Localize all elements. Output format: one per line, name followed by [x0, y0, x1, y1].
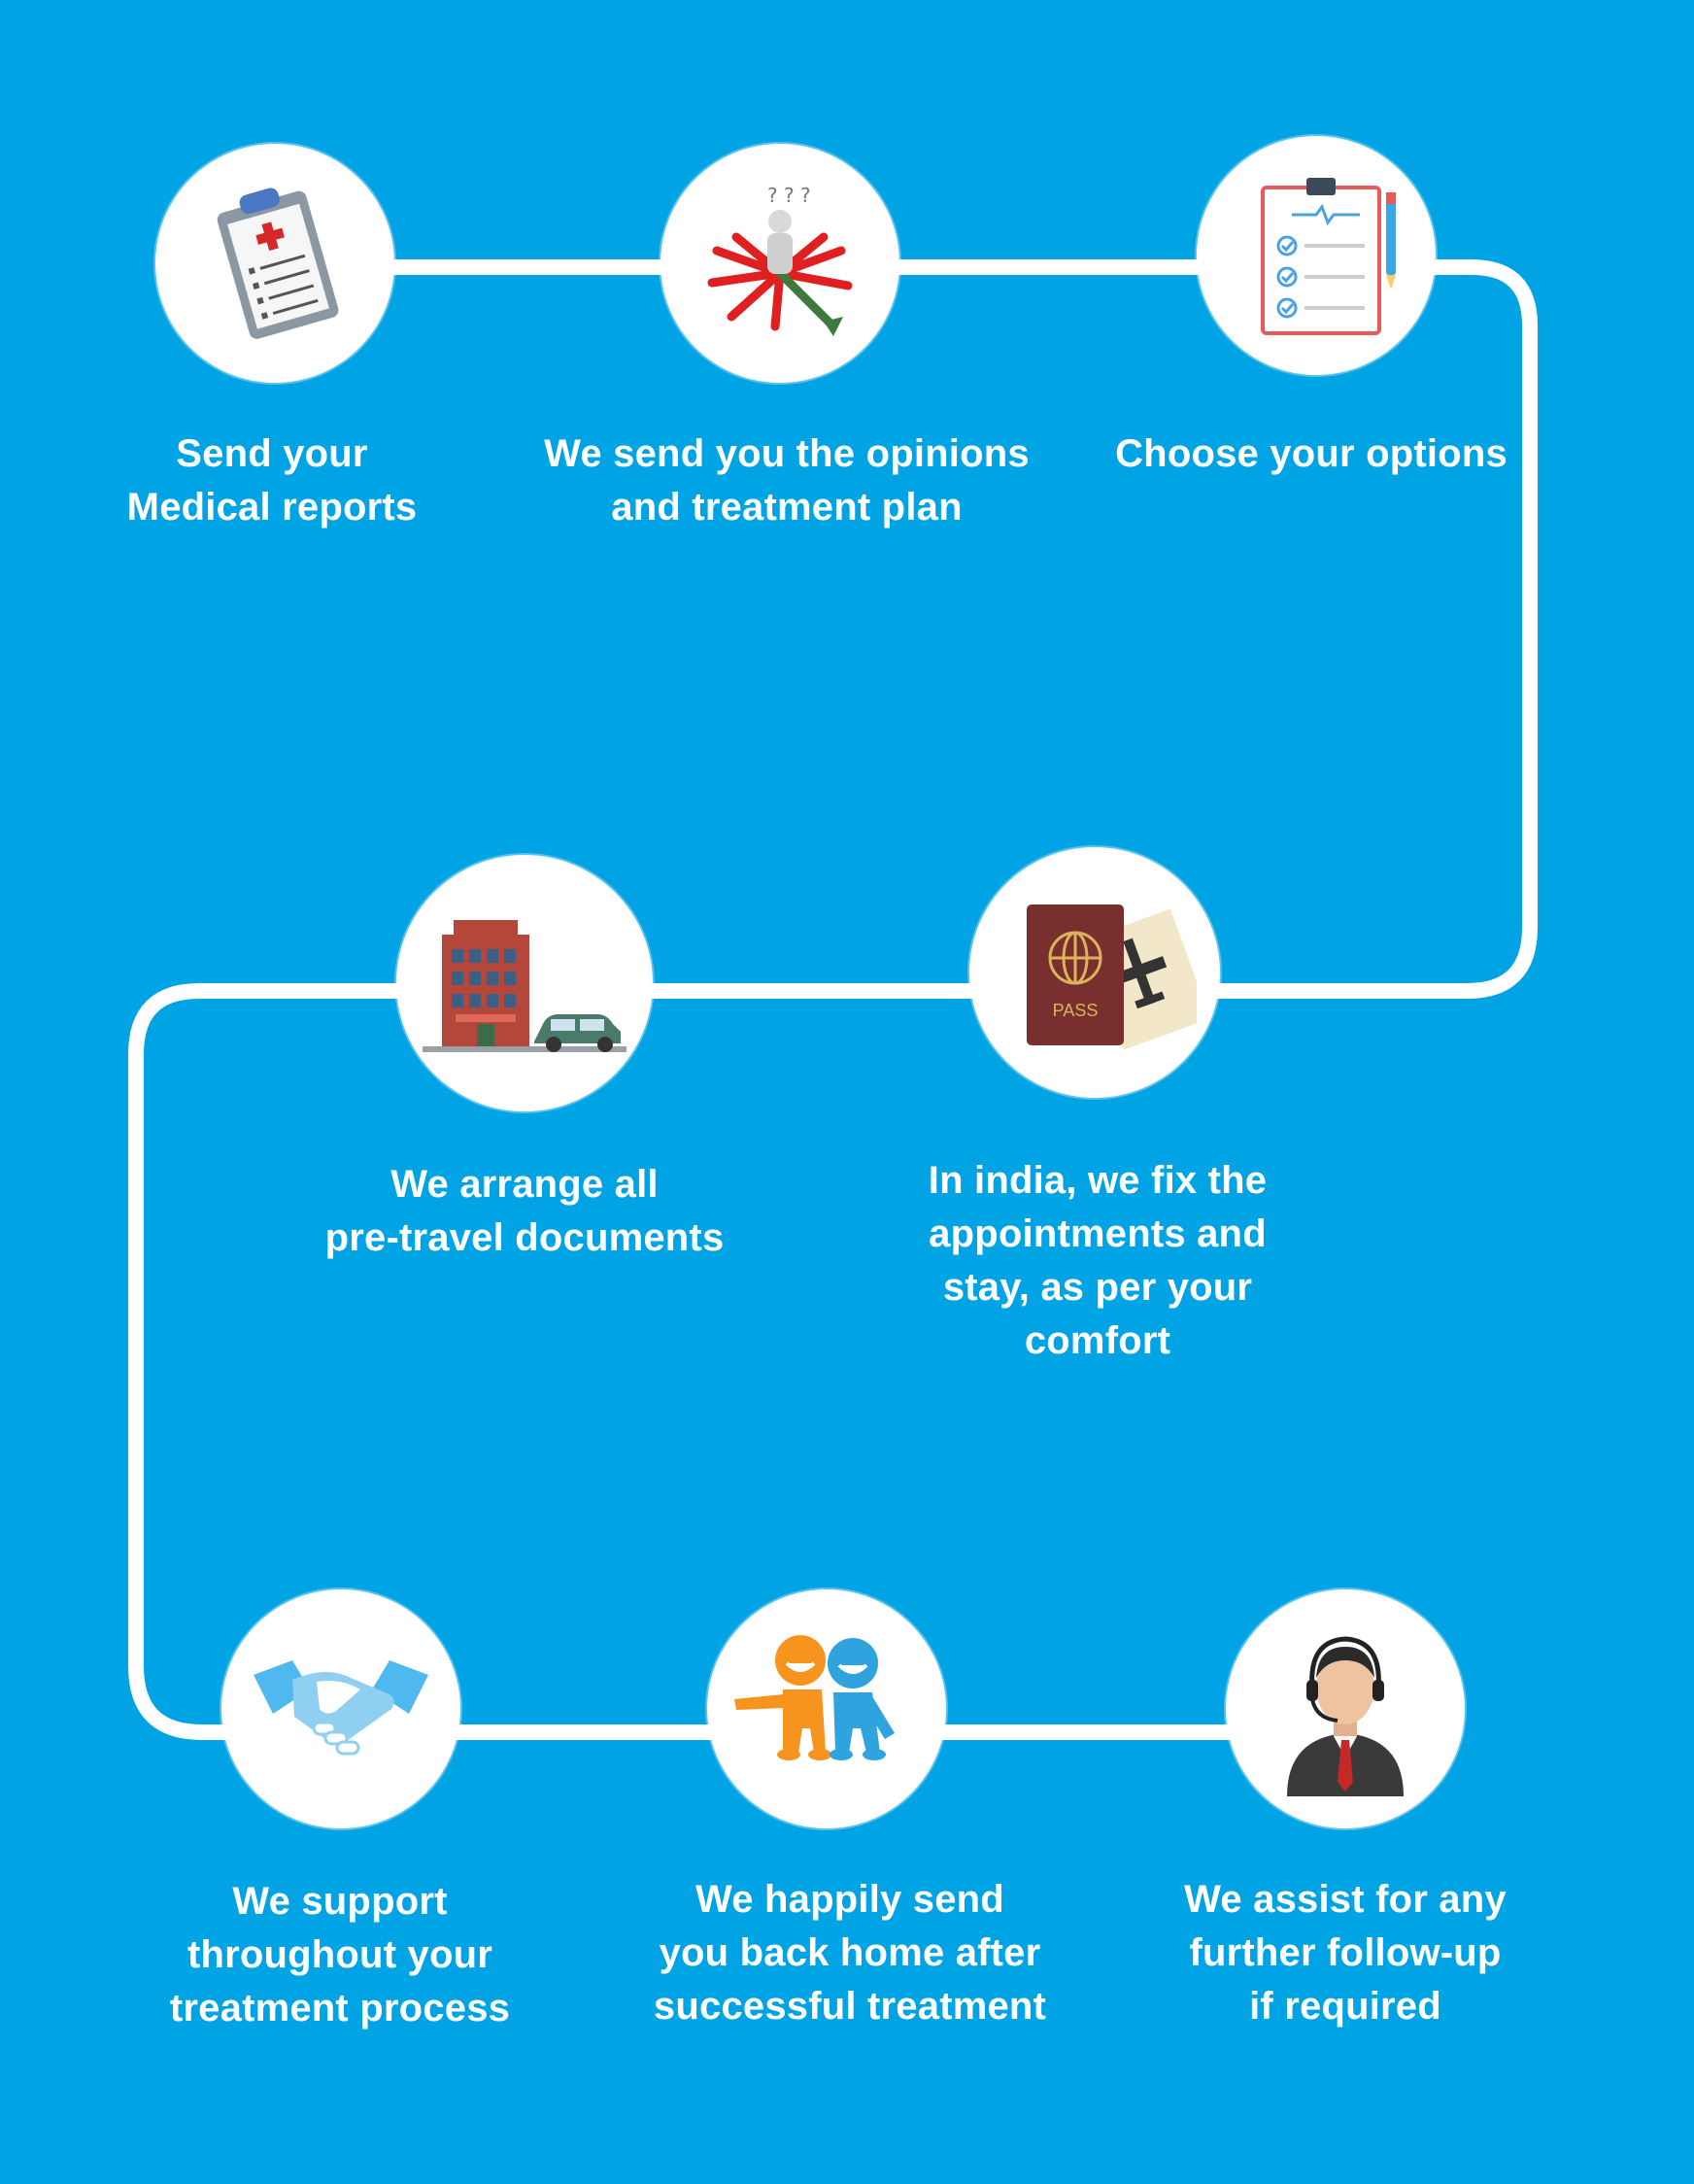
step-1-label: Send your Medical reports — [73, 427, 471, 534]
step-3-node — [1197, 136, 1436, 375]
step-4-node: PASS — [969, 847, 1220, 1098]
support-agent-headset-icon — [1248, 1612, 1442, 1806]
step-7-node — [707, 1589, 946, 1828]
step-2-label: We send you the opinions and treatment p… — [525, 427, 1049, 534]
step-6-node — [221, 1589, 460, 1828]
step-8-label: We assist for any further follow-up if r… — [1141, 1873, 1549, 2033]
passport-plane-icon: PASS — [993, 870, 1197, 1075]
medical-report-clipboard-icon — [178, 166, 372, 360]
step-3-label: Choose your options — [1093, 427, 1530, 481]
step-2-node: ? ? ? — [661, 144, 899, 383]
step-7-label: We happily send you back home after succ… — [627, 1873, 1073, 2033]
step-5-node — [396, 855, 653, 1111]
svg-text:? ? ?: ? ? ? — [767, 184, 811, 207]
step-1-node — [155, 144, 394, 383]
opinions-arrows-icon: ? ? ? — [678, 161, 882, 365]
step-4-label: In india, we fix the appointments and st… — [864, 1154, 1331, 1368]
checklist-options-icon — [1219, 158, 1413, 353]
step-8-node — [1226, 1589, 1465, 1828]
step-5-label: We arrange all pre-travel documents — [296, 1158, 753, 1265]
hotel-car-icon — [413, 886, 636, 1080]
happy-people-icon — [725, 1607, 929, 1811]
passport-badge: PASS — [1053, 1001, 1099, 1020]
step-6-label: We support throughout your treatment pro… — [136, 1875, 544, 2035]
handshake-icon — [234, 1621, 448, 1796]
